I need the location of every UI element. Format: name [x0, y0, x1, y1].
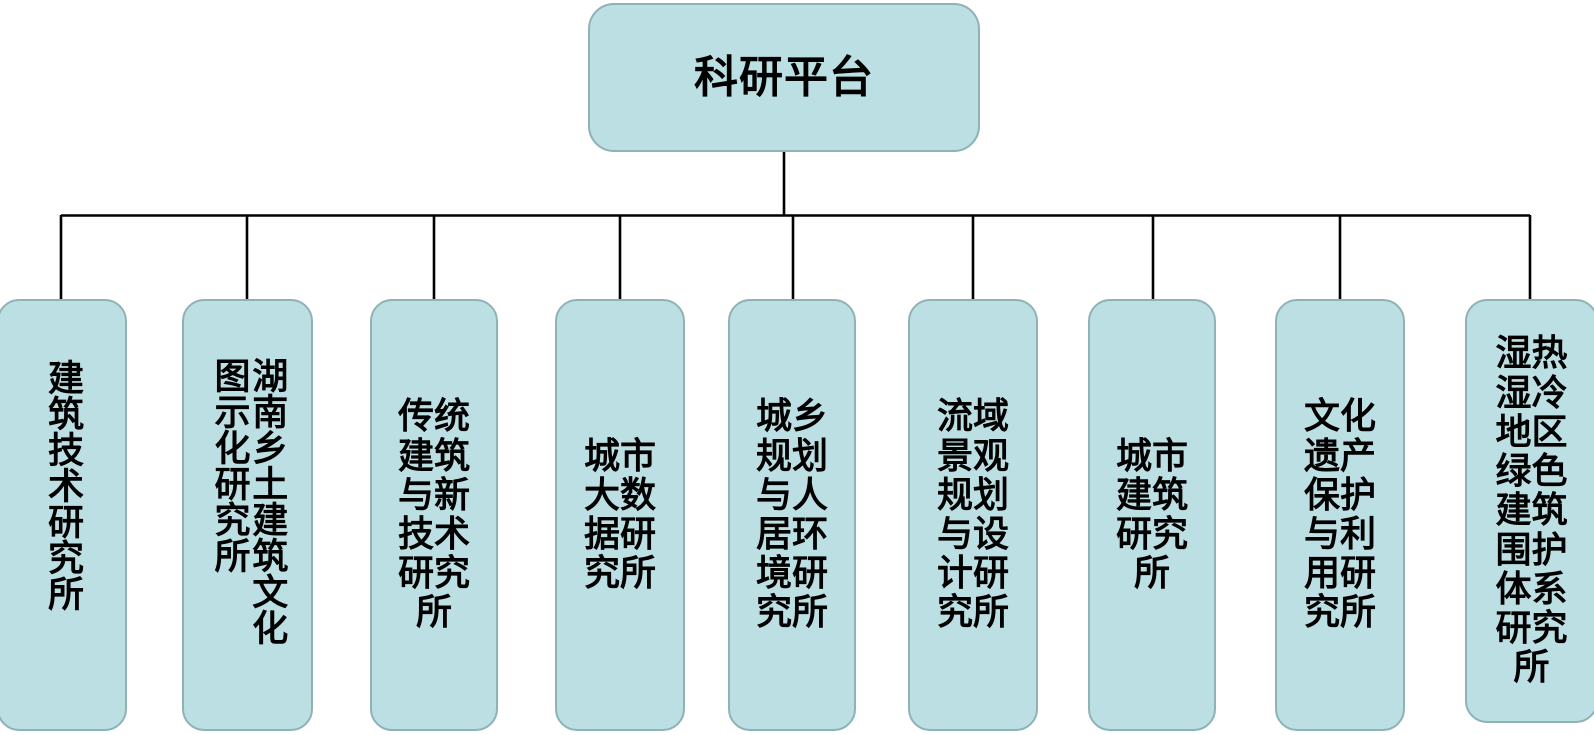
node-urban-rural-planning-human-settlement-institute[interactable]: 城乡规划与人居环境研究所	[728, 299, 856, 731]
node-label: 湖南乡土建筑文化图示化研究所	[208, 357, 288, 645]
node-cultural-heritage-protection-utilization-institute[interactable]: 文化遗产保护与利用研究所	[1275, 299, 1405, 731]
node-label: 城市大数据研究所	[583, 435, 656, 595]
node-building-technology-institute[interactable]: 建筑技术研究所	[0, 299, 127, 731]
node-hunan-vernacular-architecture-culture-institute[interactable]: 湖南乡土建筑文化图示化研究所	[182, 299, 313, 731]
node-urban-big-data-institute[interactable]: 城市大数据研究所	[555, 299, 685, 731]
node-label: 城市建筑研究所	[1115, 435, 1188, 595]
node-traditional-architecture-new-technology-institute[interactable]: 传统建筑与新技术研究所	[370, 299, 498, 731]
node-label: 传统建筑与新技术研究所	[397, 396, 470, 634]
node-label: 城乡规划与人居环境研究所	[755, 396, 828, 634]
node-label: 湿热湿冷地区绿色建筑围护体系研究所	[1495, 333, 1568, 689]
node-root-research-platform[interactable]: 科研平台	[588, 3, 980, 152]
node-label: 文化遗产保护与利用研究所	[1303, 396, 1376, 634]
node-watershed-landscape-planning-design-institute[interactable]: 流域景观规划与设计研究所	[908, 299, 1038, 731]
node-hot-humid-cold-green-building-envelope-institute[interactable]: 湿热湿冷地区绿色建筑围护体系研究所	[1465, 299, 1594, 723]
node-label: 建筑技术研究所	[42, 359, 83, 611]
node-urban-architecture-institute[interactable]: 城市建筑研究所	[1088, 299, 1216, 731]
node-label: 流域景观规划与设计研究所	[936, 396, 1009, 634]
node-root-label: 科研平台	[694, 51, 874, 103]
